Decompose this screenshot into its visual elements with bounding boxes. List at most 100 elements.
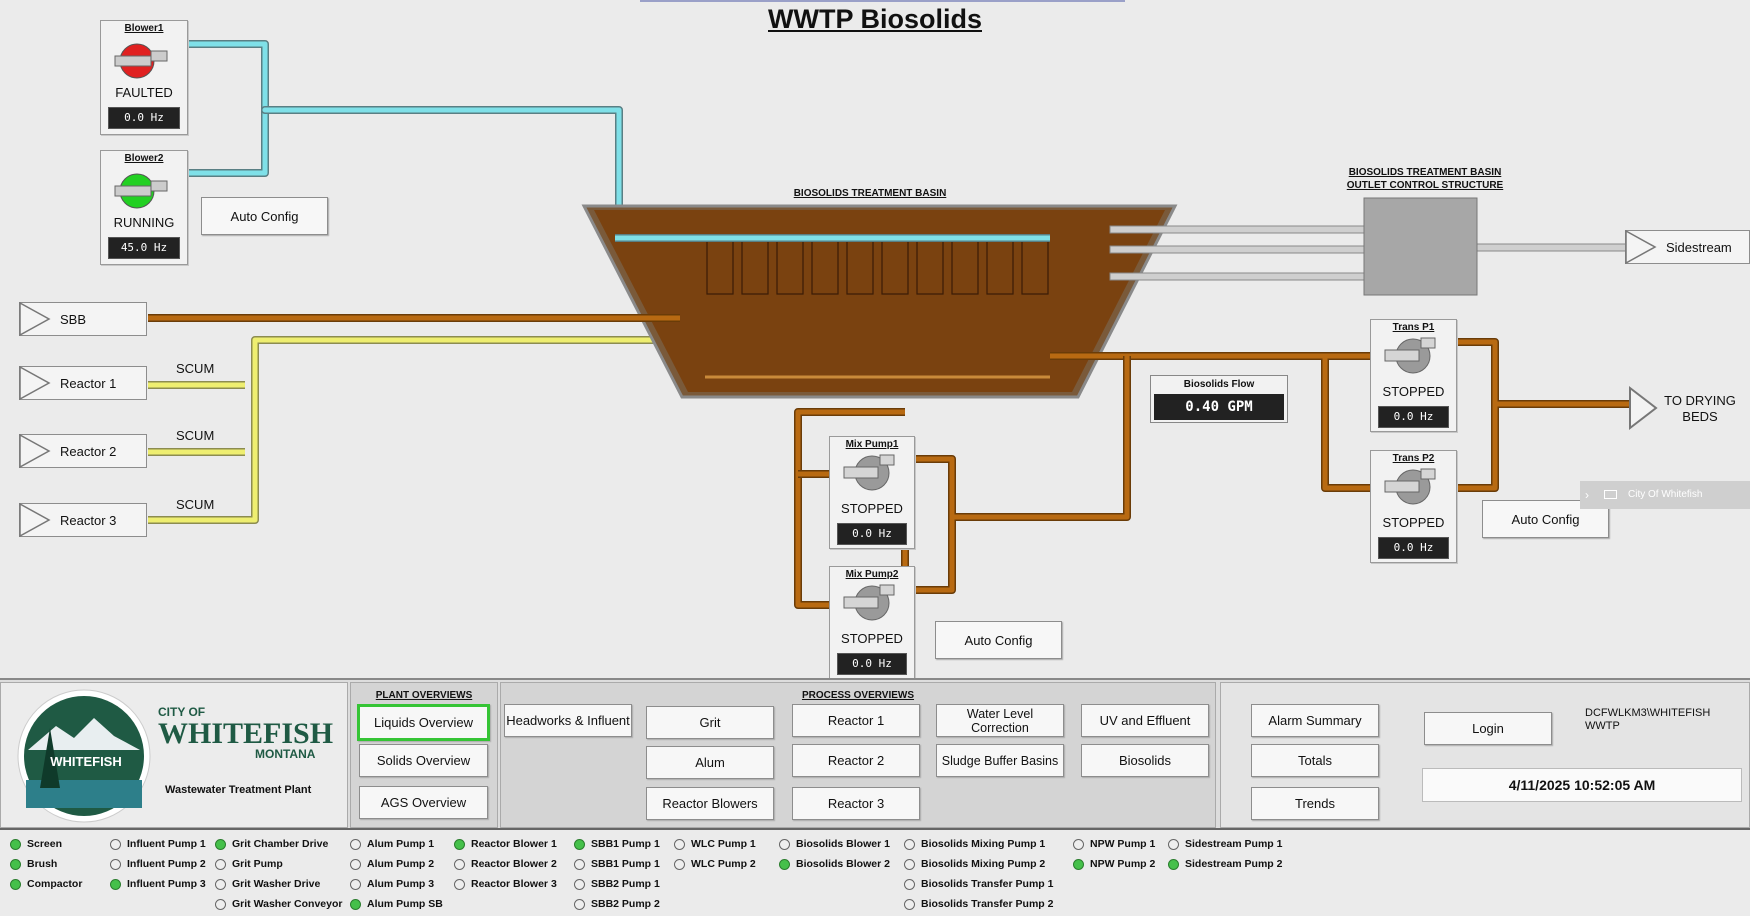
login-button[interactable]: Login — [1424, 712, 1552, 745]
status-item[interactable]: Screen — [10, 838, 62, 850]
reactor2-button[interactable]: Reactor 2 — [792, 744, 920, 777]
status-item[interactable]: NPW Pump 1 — [1073, 838, 1155, 850]
status-indicator-icon — [1073, 838, 1084, 850]
alum-button[interactable]: Alum — [646, 746, 774, 779]
status-item[interactable]: SBB2 Pump 2 — [574, 898, 660, 910]
status-item[interactable]: Grit Washer Drive — [215, 878, 320, 890]
status-indicator-icon — [454, 838, 465, 850]
user-account: DCFWLKM3\WHITEFISH WWTP — [1585, 707, 1711, 732]
source-sbb-button[interactable]: SBB — [19, 302, 147, 336]
pump-icon — [843, 584, 895, 621]
status-item[interactable]: Influent Pump 3 — [110, 878, 206, 890]
navigation-panel: WHITEFISH CITY OF WHITEFISH MONTANA Wast… — [0, 678, 1750, 828]
reactor-blowers-button[interactable]: Reactor Blowers — [646, 787, 774, 820]
status-item[interactable]: Grit Chamber Drive — [215, 838, 328, 850]
auto-config-mix-button[interactable]: Auto Config — [935, 621, 1062, 659]
status-item[interactable]: Alum Pump 2 — [350, 858, 434, 870]
reactor1-button[interactable]: Reactor 1 — [792, 704, 920, 737]
trans-pump1-panel[interactable]: Trans P1 STOPPED 0.0 Hz — [1370, 319, 1457, 432]
status-item[interactable]: Alum Pump SB — [350, 898, 443, 910]
pump-icon — [843, 454, 895, 491]
city-seal-logo: WHITEFISH — [17, 689, 151, 823]
status-item[interactable]: SBB1 Pump 1 — [574, 838, 660, 850]
arrow-icon — [19, 302, 51, 336]
auto-config-blowers-button[interactable]: Auto Config — [201, 197, 328, 235]
status-indicator-icon — [904, 898, 915, 910]
status-label: Brush — [27, 858, 58, 870]
status-item[interactable]: Biosolids Blower 2 — [779, 858, 890, 870]
status-item[interactable]: Compactor — [10, 878, 82, 890]
status-item[interactable]: Biosolids Transfer Pump 2 — [904, 898, 1053, 910]
plant-overviews-section: PLANT OVERVIEWS Liquids Overview Solids … — [350, 682, 498, 828]
status-item[interactable]: Biosolids Blower 1 — [779, 838, 890, 850]
status-item[interactable]: SBB1 Pump 1 — [574, 858, 660, 870]
status-indicator-icon — [10, 838, 21, 850]
status-indicator-icon — [779, 838, 790, 850]
source-reactor1-button[interactable]: Reactor 1 — [19, 366, 147, 400]
status-item[interactable]: Influent Pump 1 — [110, 838, 206, 850]
solids-overview-button[interactable]: Solids Overview — [359, 744, 488, 777]
status-item[interactable]: Grit Washer Conveyor — [215, 898, 342, 910]
blower1-panel[interactable]: Blower1 FAULTED 0.0 Hz — [100, 20, 188, 135]
status-item[interactable]: Biosolids Mixing Pump 1 — [904, 838, 1045, 850]
headworks-influent-button[interactable]: Headworks & Influent — [504, 704, 632, 737]
status-label: Biosolids Blower 2 — [796, 858, 890, 870]
status-indicator-icon — [215, 898, 226, 910]
status-item[interactable]: Alum Pump 1 — [350, 838, 434, 850]
status-item[interactable]: WLC Pump 2 — [674, 858, 756, 870]
sludge-buffer-basins-button[interactable]: Sludge Buffer Basins — [936, 744, 1064, 777]
status-item[interactable]: Sidestream Pump 1 — [1168, 838, 1282, 850]
status-indicator-icon — [904, 858, 915, 870]
city-tag-overlay[interactable]: › City Of Whitefish — [1580, 481, 1750, 509]
status-item[interactable]: Reactor Blower 1 — [454, 838, 557, 850]
totals-button[interactable]: Totals — [1251, 744, 1379, 777]
status-item[interactable]: Biosolids Mixing Pump 2 — [904, 858, 1045, 870]
outlet-structure-label: BIOSOLIDS TREATMENT BASIN OUTLET CONTROL… — [1346, 167, 1504, 191]
sidestream-button[interactable]: Sidestream — [1625, 230, 1750, 264]
status-item[interactable]: Influent Pump 2 — [110, 858, 206, 870]
status-item[interactable]: Alum Pump 3 — [350, 878, 434, 890]
trans-pump2-panel[interactable]: Trans P2 STOPPED 0.0 Hz — [1370, 450, 1457, 563]
trends-button[interactable]: Trends — [1251, 787, 1379, 820]
status-label: Grit Chamber Drive — [232, 838, 329, 850]
grit-button[interactable]: Grit — [646, 706, 774, 739]
status-item[interactable]: Brush — [10, 858, 57, 870]
seal-lettering: WHITEFISH — [50, 754, 122, 769]
sludge-pipes — [148, 314, 1630, 609]
liquids-overview-button[interactable]: Liquids Overview — [357, 704, 490, 741]
status-item[interactable]: Reactor Blower 3 — [454, 878, 557, 890]
blower2-panel[interactable]: Blower2 RUNNING 45.0 Hz — [100, 150, 188, 265]
alarm-summary-button[interactable]: Alarm Summary — [1251, 704, 1379, 737]
status-label: Compactor — [27, 878, 83, 890]
scum-label-3: SCUM — [176, 497, 215, 512]
biosolids-button[interactable]: Biosolids — [1081, 744, 1209, 777]
status-label: Grit Washer Drive — [232, 878, 321, 890]
blower-icon — [114, 173, 168, 209]
status-indicator-icon — [574, 878, 585, 890]
status-item[interactable]: SBB2 Pump 1 — [574, 878, 660, 890]
pump-icon — [1384, 468, 1436, 505]
status-item[interactable]: Grit Pump — [215, 858, 283, 870]
scum-label-2: SCUM — [176, 428, 215, 443]
status-indicator-icon — [574, 858, 585, 870]
basin-label: BIOSOLIDS TREATMENT BASIN — [793, 188, 947, 199]
arrow-icon — [19, 503, 51, 537]
source-reactor3-button[interactable]: Reactor 3 — [19, 503, 147, 537]
reactor3-button[interactable]: Reactor 3 — [792, 787, 920, 820]
source-reactor2-button[interactable]: Reactor 2 — [19, 434, 147, 468]
water-level-correction-button[interactable]: Water Level Correction — [936, 704, 1064, 737]
mix-pump2-panel[interactable]: Mix Pump2 STOPPED 0.0 Hz — [829, 566, 915, 679]
status-item[interactable]: WLC Pump 1 — [674, 838, 756, 850]
status-item[interactable]: Reactor Blower 2 — [454, 858, 557, 870]
status-label: Reactor Blower 2 — [471, 858, 557, 870]
status-item[interactable]: Biosolids Transfer Pump 1 — [904, 878, 1053, 890]
status-indicator-icon — [215, 858, 226, 870]
status-indicator-icon — [1073, 858, 1084, 870]
ags-overview-button[interactable]: AGS Overview — [359, 786, 488, 819]
status-item[interactable]: Sidestream Pump 2 — [1168, 858, 1282, 870]
status-label: Biosolids Mixing Pump 1 — [921, 838, 1046, 850]
mix-pump1-panel[interactable]: Mix Pump1 STOPPED 0.0 Hz — [829, 436, 915, 549]
uv-effluent-button[interactable]: UV and Effluent — [1081, 704, 1209, 737]
status-item[interactable]: NPW Pump 2 — [1073, 858, 1155, 870]
